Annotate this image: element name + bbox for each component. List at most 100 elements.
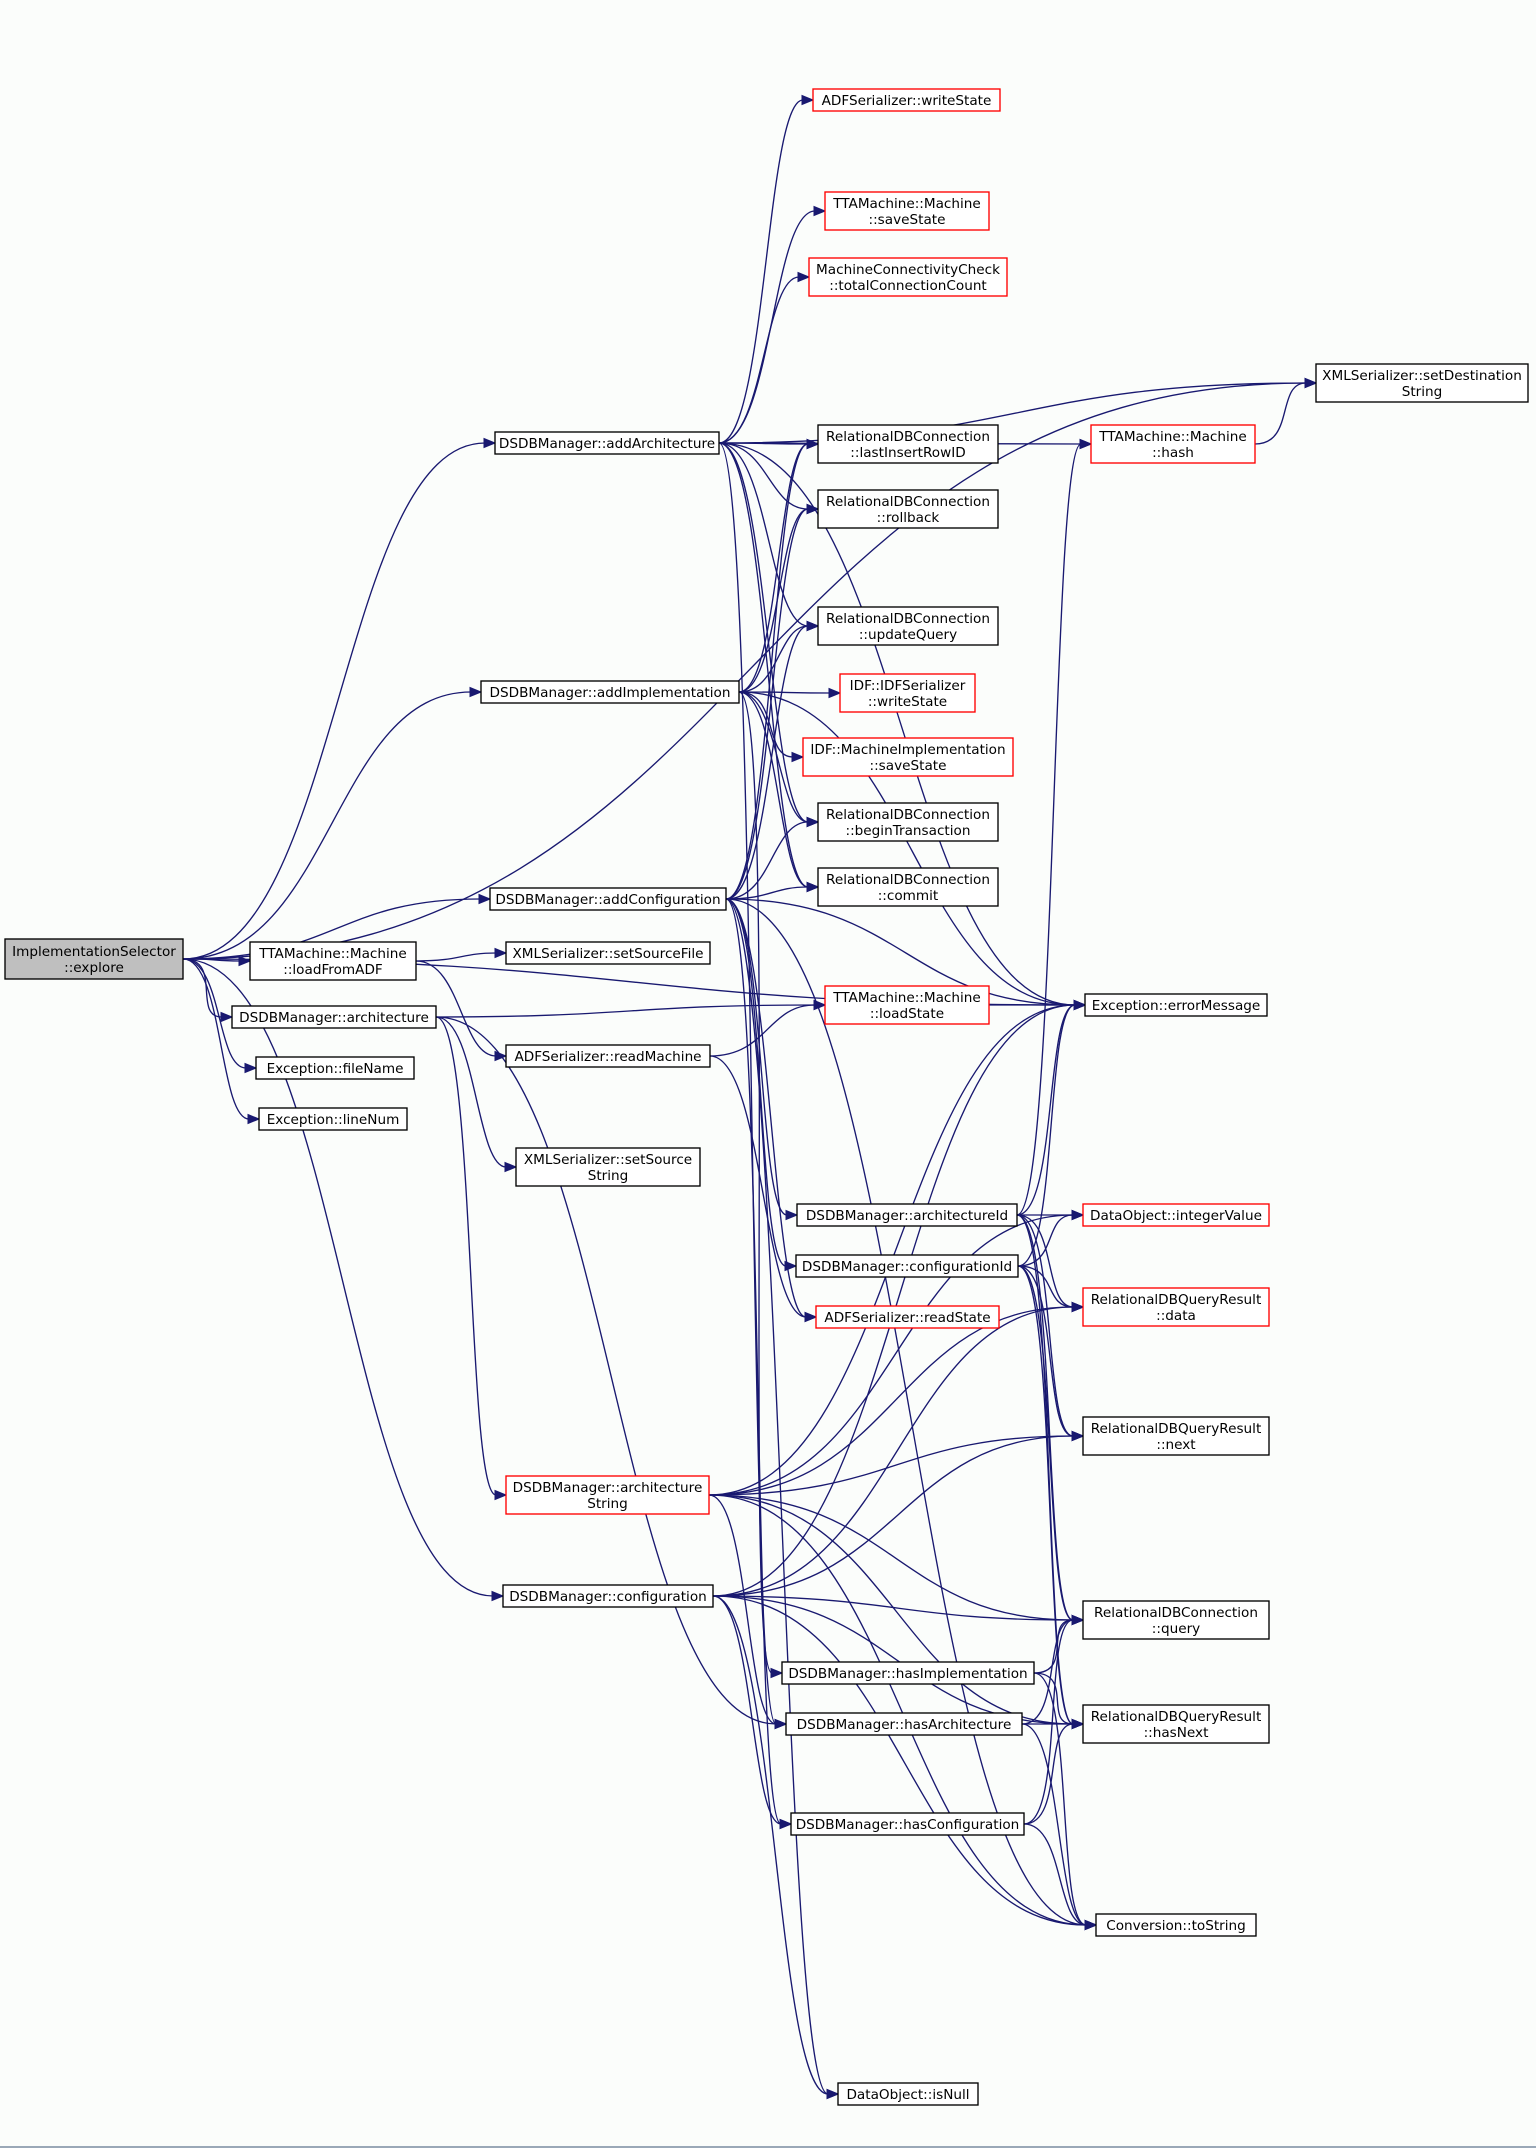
node-loadFromADF[interactable]: TTAMachine::Machine::loadFromADF	[249, 941, 417, 981]
bottom-rule	[0, 2146, 1536, 2148]
node-idfWriteState[interactable]: IDF::IDFSerializer::writeState	[839, 673, 976, 713]
node-totalConnectionCount[interactable]: MachineConnectivityCheck::totalConnectio…	[808, 257, 1008, 297]
node-box	[489, 887, 727, 911]
arrowhead-icon	[785, 1209, 799, 1221]
node-label: ADFSerializer::readMachine	[514, 1049, 701, 1065]
edge-addConfiguration-to-rollback	[725, 503, 820, 900]
node-label: ::beginTransaction	[846, 823, 971, 839]
edge-explore-to-lineNum	[182, 958, 261, 1125]
node-box	[824, 985, 990, 1025]
node-label: ::hasNext	[1144, 1725, 1209, 1741]
edge-line	[182, 898, 481, 960]
node-hasImplementation[interactable]: DSDBManager::hasImplementation	[781, 1661, 1035, 1685]
node-lineNum[interactable]: Exception::lineNum	[258, 1107, 408, 1131]
edge-line	[718, 442, 809, 888]
edge-dsdbConfiguration-to-resultNext	[712, 1430, 1085, 1597]
node-setSourceFile[interactable]: XMLSerializer::setSourceFile	[505, 941, 711, 965]
node-rollback[interactable]: RelationalDBConnection::rollback	[817, 489, 999, 529]
arrowhead-icon	[469, 686, 483, 698]
node-box	[824, 191, 990, 231]
node-dsdbConfiguration[interactable]: DSDBManager::configuration	[502, 1584, 714, 1608]
node-addArchitecture[interactable]: DSDBManager::addArchitecture	[494, 431, 720, 455]
edge-line	[725, 898, 1087, 1926]
arrowhead-icon	[779, 1818, 793, 1830]
node-fileName[interactable]: Exception::fileName	[255, 1056, 415, 1080]
edge-line	[1023, 1619, 1074, 1825]
node-label: DSDBManager::hasConfiguration	[796, 1817, 1020, 1833]
node-resultNext[interactable]: RelationalDBQueryResult::next	[1082, 1416, 1270, 1456]
edge-line	[1016, 1214, 1074, 1437]
edge-dsdbArchitecture-to-machineLoadState	[435, 999, 827, 1018]
edge-line	[725, 898, 1076, 1006]
node-connQuery[interactable]: RelationalDBConnection::query	[1082, 1600, 1270, 1640]
node-machineSaveState[interactable]: TTAMachine::Machine::saveState	[824, 191, 990, 231]
edge-line	[1016, 443, 1082, 1216]
call-nodes: ImplementationSelector::exploreTTAMachin…	[4, 88, 1529, 2106]
node-box	[817, 867, 999, 907]
edge-line	[435, 1016, 777, 1725]
node-box	[1082, 1203, 1270, 1227]
node-label: XMLSerializer::setSourceFile	[512, 946, 703, 962]
node-box	[1082, 1416, 1270, 1456]
node-hasArchitecture[interactable]: DSDBManager::hasArchitecture	[785, 1712, 1023, 1736]
node-label: Exception::errorMessage	[1092, 998, 1261, 1014]
edge-line	[1017, 1265, 1074, 1437]
node-readMachine[interactable]: ADFSerializer::readMachine	[505, 1044, 711, 1068]
arrowhead-icon	[1084, 1919, 1098, 1931]
node-resultData[interactable]: RelationalDBQueryResult::data	[1082, 1287, 1270, 1327]
node-errorMessage[interactable]: Exception::errorMessage	[1084, 993, 1268, 1017]
edge-line	[709, 1055, 807, 1318]
node-adfWriteState[interactable]: ADFSerializer::writeState	[812, 88, 1001, 112]
edge-line	[725, 898, 782, 1825]
edge-addConfiguration-to-lastInsertRowID	[725, 438, 820, 900]
edge-line	[738, 625, 809, 693]
node-explore[interactable]: ImplementationSelector::explore	[4, 938, 184, 980]
node-dsdbArchitecture[interactable]: DSDBManager::architecture	[231, 1005, 437, 1029]
node-label: DSDBManager::addConfiguration	[495, 892, 720, 908]
node-configurationId[interactable]: DSDBManager::configurationId	[795, 1254, 1019, 1278]
arrowhead-icon	[770, 1667, 784, 1679]
node-box	[515, 1147, 701, 1187]
node-label: ::updateQuery	[859, 627, 957, 643]
node-beginTransaction[interactable]: RelationalDBConnection::beginTransaction	[817, 802, 999, 842]
node-resultHasNext[interactable]: RelationalDBQueryResult::hasNext	[1082, 1704, 1270, 1744]
node-toString[interactable]: Conversion::toString	[1095, 1913, 1257, 1937]
node-integerValue[interactable]: DataObject::integerValue	[1082, 1203, 1270, 1227]
node-addConfiguration[interactable]: DSDBManager::addConfiguration	[489, 887, 727, 911]
node-hasConfiguration[interactable]: DSDBManager::hasConfiguration	[790, 1812, 1025, 1836]
arrowhead-icon	[1079, 438, 1093, 450]
node-addImplementation[interactable]: DSDBManager::addImplementation	[480, 680, 740, 704]
node-label: DSDBManager::hasImplementation	[788, 1666, 1027, 1682]
node-label: TTAMachine::Machine	[832, 196, 981, 212]
node-box	[505, 941, 711, 965]
edge-line	[712, 1004, 1076, 1597]
node-box	[1090, 424, 1256, 464]
arrowhead-icon	[1071, 1430, 1085, 1442]
edge-line	[1033, 1672, 1087, 1926]
node-box	[817, 489, 999, 529]
edge-addConfiguration-to-beginTransaction	[725, 816, 820, 900]
edge-line	[708, 1494, 1074, 1621]
node-box	[502, 1584, 714, 1608]
arrowhead-icon	[806, 816, 820, 828]
node-isNull[interactable]: DataObject::isNull	[837, 2082, 979, 2106]
edge-line	[708, 1306, 1074, 1496]
node-machineHash[interactable]: TTAMachine::Machine::hash	[1090, 424, 1256, 464]
node-commit[interactable]: RelationalDBConnection::commit	[817, 867, 999, 907]
node-box	[815, 1305, 1000, 1329]
node-architectureId[interactable]: DSDBManager::architectureId	[796, 1203, 1018, 1227]
arrowhead-icon	[244, 1062, 258, 1074]
node-box	[796, 1203, 1018, 1227]
node-machineImplSaveState[interactable]: IDF::MachineImplementation::saveState	[802, 737, 1014, 777]
node-adfReadState[interactable]: ADFSerializer::readState	[815, 1305, 1000, 1329]
node-lastInsertRowID[interactable]: RelationalDBConnection::lastInsertRowID	[817, 424, 999, 464]
node-label: RelationalDBQueryResult	[1091, 1292, 1262, 1308]
arrowhead-icon	[1071, 1614, 1085, 1626]
edge-addConfiguration-to-architectureId	[725, 898, 799, 1221]
node-machineLoadState[interactable]: TTAMachine::Machine::loadState	[824, 985, 990, 1025]
node-updateQuery[interactable]: RelationalDBConnection::updateQuery	[817, 606, 999, 646]
node-label: DSDBManager::configurationId	[802, 1259, 1012, 1275]
